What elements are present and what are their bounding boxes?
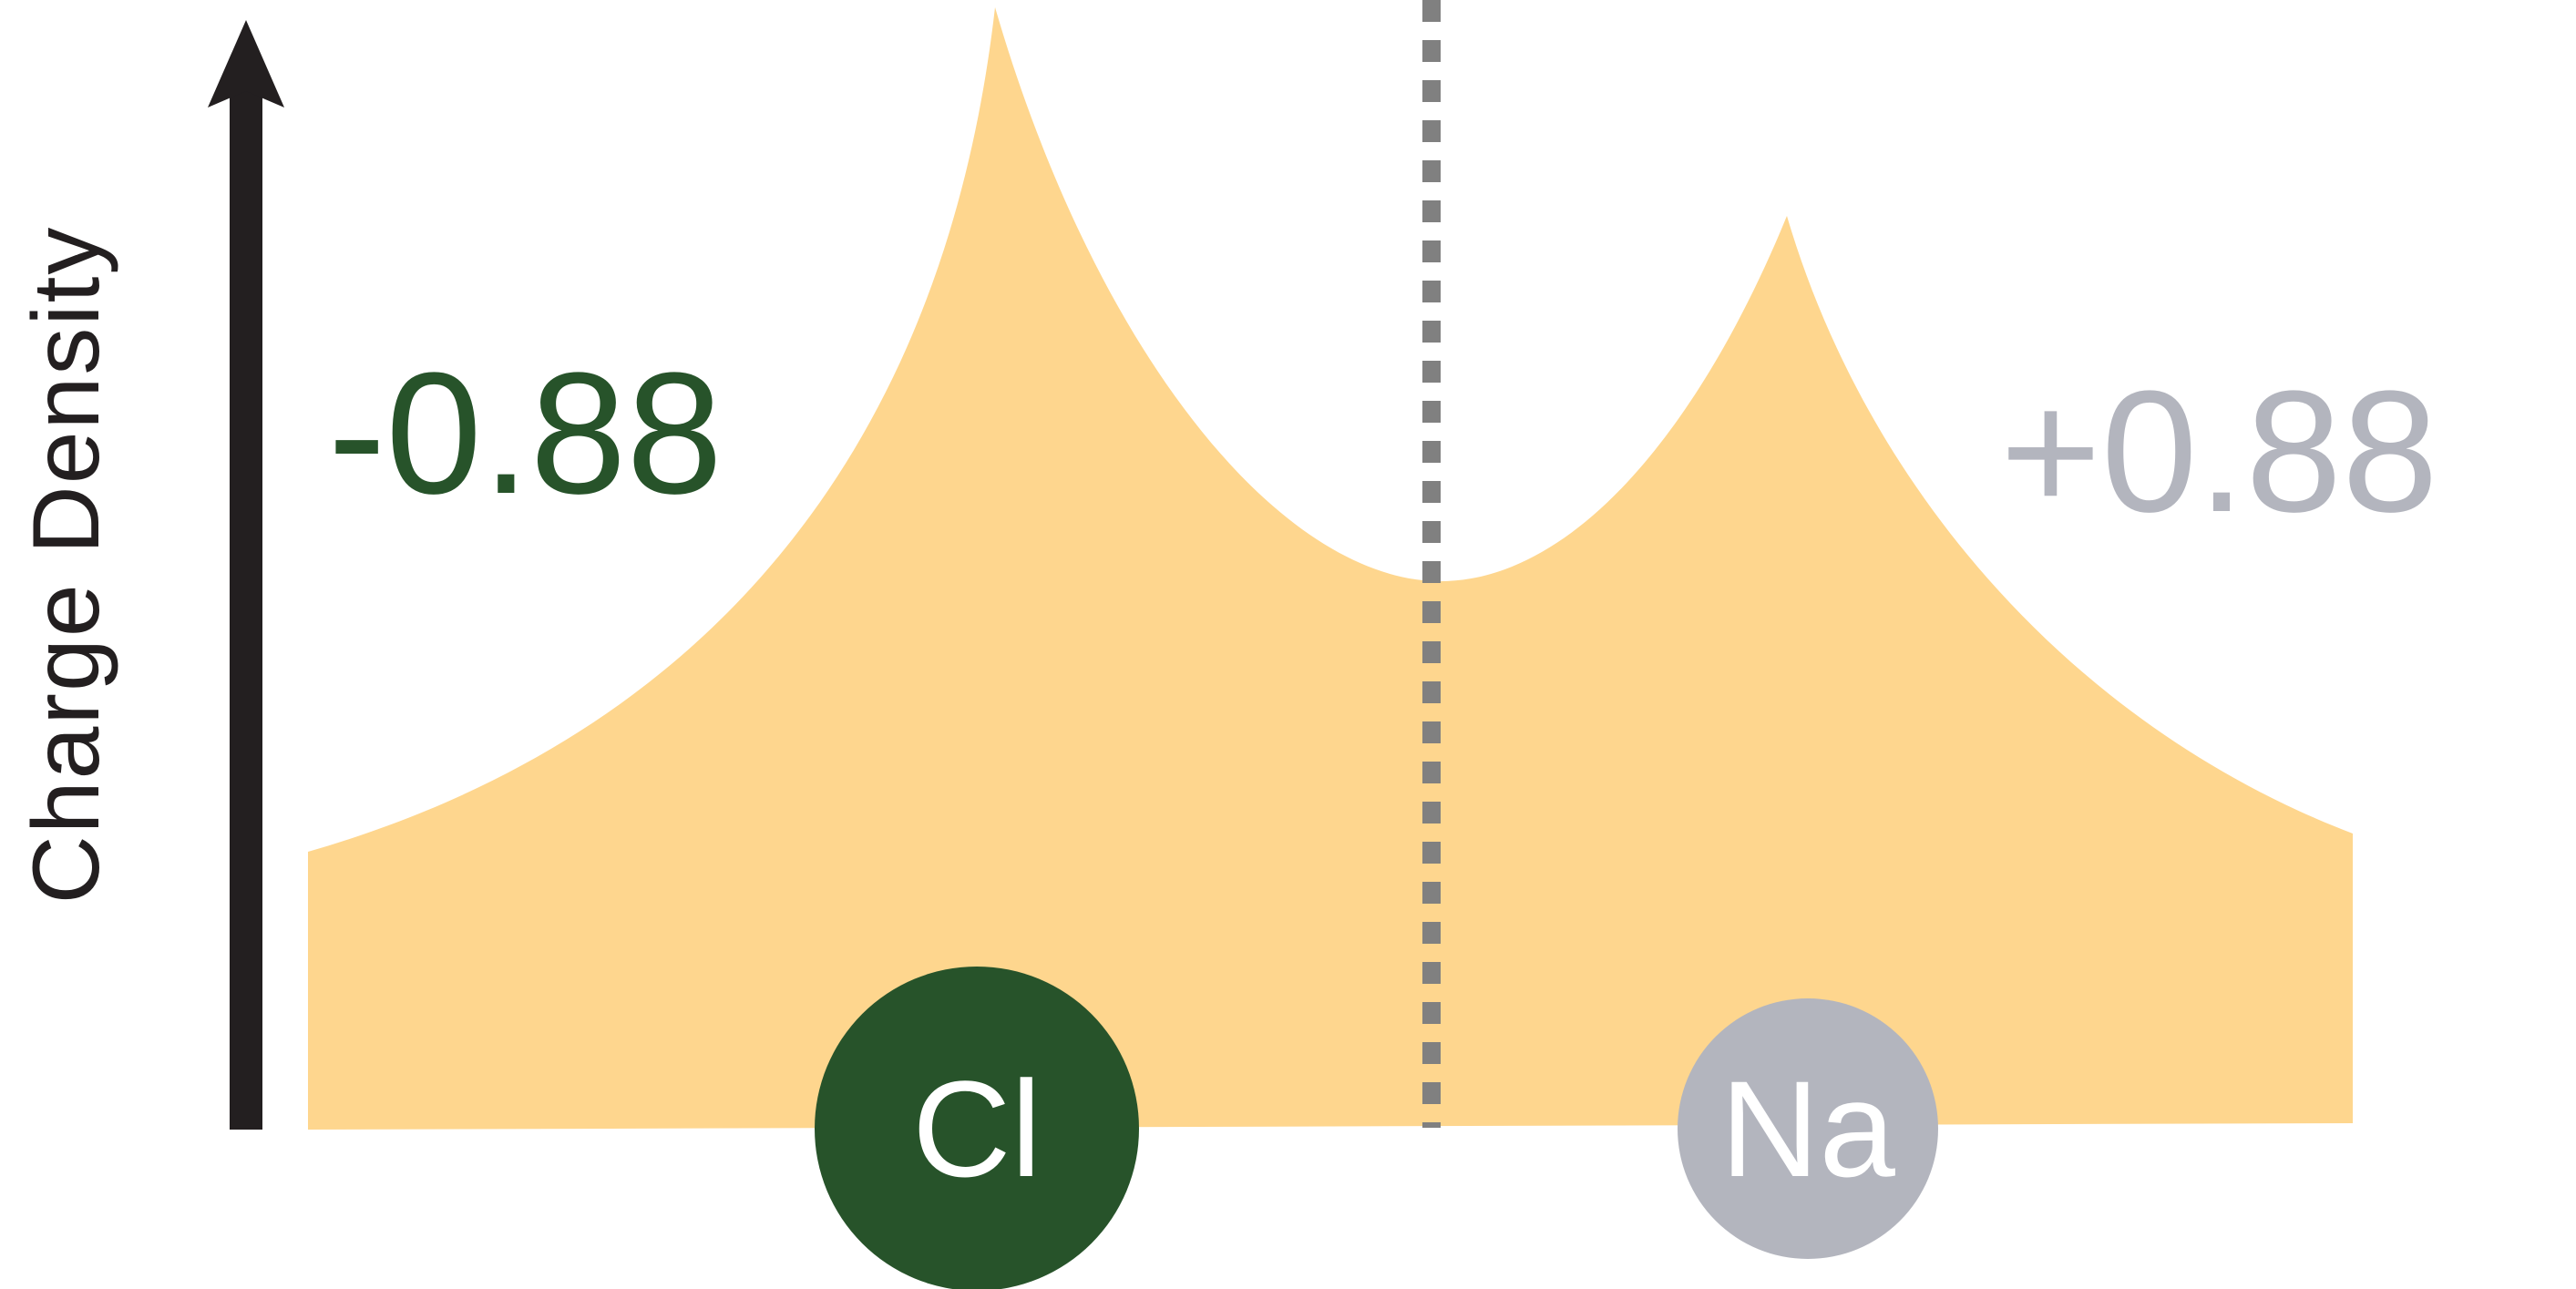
charge-density-profile <box>308 7 2353 1130</box>
na-atom-circle <box>1678 998 1938 1259</box>
na-atom-symbol: Na <box>1720 1052 1895 1205</box>
cl-atom: Cl <box>815 967 1139 1289</box>
na-atom: Na <box>1678 998 1938 1259</box>
na-charge-label: +0.88 <box>2000 355 2438 548</box>
y-axis-label: Charge Density <box>14 226 119 905</box>
arrow-up-icon <box>208 20 284 107</box>
cl-atom-circle <box>815 967 1139 1289</box>
y-axis <box>208 20 284 1130</box>
cl-charge-label: -0.88 <box>328 337 723 530</box>
cl-atom-symbol: Cl <box>912 1052 1042 1205</box>
